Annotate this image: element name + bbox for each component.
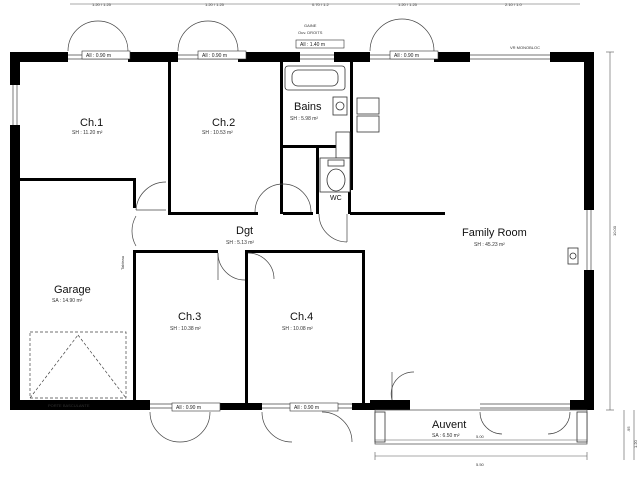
room-area-ch1: SH : 11.20 m²	[72, 130, 103, 136]
right-dimensions: 10.00 .95 1.20	[606, 51, 638, 460]
top-dimensions: 1.20 / 1.25 1.20 / 1.25 0.70 / 1.2 1.20 …	[70, 2, 580, 7]
tableau-label: Tableau	[120, 256, 125, 270]
window-label-bains: All : 1.40 m	[300, 42, 325, 48]
side-dim-2: 1.20	[633, 439, 638, 448]
room-name-wc: WC	[330, 195, 342, 202]
misc-labels: GAINE Ouv. DROITS VR MONOBLOC Tableau	[120, 23, 540, 270]
top-dim-4: 1.20 / 1.25	[398, 2, 418, 7]
garage-door: PORTE BASCULANTE	[29, 331, 127, 408]
gaine-label: GAINE	[304, 23, 317, 28]
side-windows	[9, 85, 595, 270]
door-swings	[131, 181, 415, 401]
room-area-ch3: SH : 10.38 m²	[170, 326, 201, 332]
auvent-dim-1: 5.00	[476, 434, 485, 439]
room-name-family: Family Room	[462, 227, 527, 239]
window-label-ch1: All : 0.90 m	[86, 53, 111, 59]
room-labels: Ch.1 SH : 11.20 m² Ch.2 SH : 10.53 m² Ba…	[52, 101, 527, 439]
room-name-garage: Garage	[54, 284, 91, 296]
window-label-ch3: All : 0.90 m	[176, 405, 201, 411]
bathroom-fixtures	[284, 65, 579, 265]
room-name-ch4: Ch.4	[290, 311, 313, 323]
ouv-droits-label: Ouv. DROITS	[298, 30, 323, 35]
garage-door-label: PORTE BASCULANTE	[48, 403, 90, 408]
top-dim-1: 1.20 / 1.25	[92, 2, 112, 7]
room-area-ch2: SH : 10.53 m²	[202, 130, 233, 136]
top-dim-5: 2.10 / 1.0	[505, 2, 522, 7]
room-area-auvent: SA : 6.50 m²	[432, 433, 460, 439]
room-name-ch1: Ch.1	[80, 117, 103, 129]
top-dim-3: 0.70 / 1.2	[312, 2, 329, 7]
window-label-family: All : 0.90 m	[394, 53, 419, 59]
right-dim-label: 10.00	[612, 225, 617, 236]
window-label-ch2: All : 0.90 m	[202, 53, 227, 59]
room-area-garage: SA : 14.90 m²	[52, 298, 83, 304]
room-area-dgt: SH : 5.13 m²	[226, 240, 254, 246]
room-name-bains: Bains	[294, 101, 322, 113]
auvent: 5.00 5.50	[374, 409, 588, 467]
interior-walls	[18, 62, 445, 403]
room-area-family: SH : 45.23 m²	[474, 242, 505, 248]
room-area-ch4: SH : 10.08 m²	[282, 326, 313, 332]
room-name-ch3: Ch.3	[178, 311, 201, 323]
window-labels: All : 0.90 m All : 0.90 m All : 1.40 m A…	[81, 39, 439, 412]
side-dim-1: .95	[626, 426, 631, 432]
room-name-ch2: Ch.2	[212, 117, 235, 129]
auvent-dim-2: 5.50	[476, 462, 485, 467]
room-name-dgt: Dgt	[236, 225, 253, 237]
vr-monobloc-label: VR MONOBLOC	[510, 45, 540, 50]
room-name-auvent: Auvent	[432, 419, 466, 431]
window-label-ch4: All : 0.90 m	[294, 405, 319, 411]
top-dim-2: 1.20 / 1.25	[205, 2, 225, 7]
room-area-bains: SH : 5.98 m²	[290, 116, 318, 122]
